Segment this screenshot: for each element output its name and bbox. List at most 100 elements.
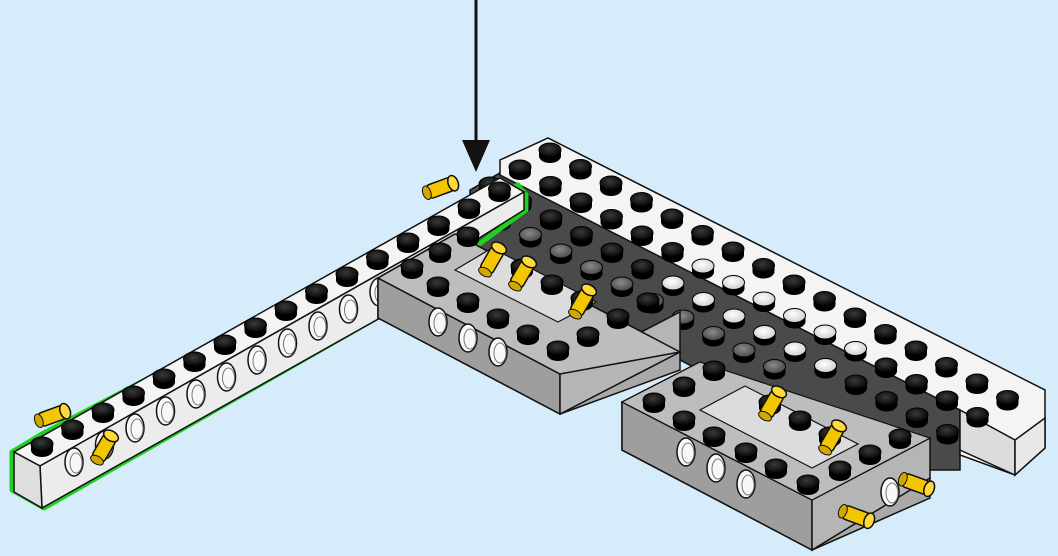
stud — [539, 209, 563, 230]
stud — [672, 410, 696, 431]
stud — [661, 242, 684, 263]
stud — [796, 474, 820, 495]
stud — [636, 292, 660, 313]
stud — [426, 276, 450, 297]
stud — [152, 368, 176, 389]
pin-hole — [247, 345, 267, 375]
stud — [996, 390, 1019, 411]
stud — [691, 225, 714, 246]
pin-hole — [338, 294, 359, 324]
frame-holes — [428, 307, 508, 367]
stud — [752, 258, 775, 279]
stud — [486, 308, 510, 329]
stud — [722, 308, 746, 329]
stud — [569, 159, 592, 180]
white-plate-studs — [478, 142, 1019, 445]
stud — [335, 266, 359, 287]
white-technic-plate-assembly — [478, 137, 1046, 477]
stud — [660, 208, 684, 229]
stud — [763, 359, 786, 380]
stud — [396, 232, 420, 253]
stud — [183, 351, 206, 372]
pin-hole — [155, 396, 176, 426]
stud — [366, 249, 389, 270]
stud — [858, 444, 882, 465]
stud — [732, 342, 756, 363]
stud — [844, 374, 868, 395]
stud — [456, 226, 480, 247]
stud — [702, 360, 726, 381]
yellow-pin — [837, 503, 876, 530]
stud — [305, 283, 328, 304]
stud — [661, 275, 685, 296]
stud — [549, 243, 573, 264]
pin-hole — [277, 328, 298, 358]
pin-hole — [736, 469, 756, 499]
stud — [427, 215, 450, 236]
pin-hole — [676, 437, 696, 467]
stud — [274, 300, 298, 321]
stud — [905, 374, 928, 395]
stud — [692, 292, 715, 313]
stud — [539, 176, 562, 197]
stud — [576, 326, 600, 347]
stud — [244, 317, 267, 338]
stud — [538, 142, 562, 163]
gray-technic-frame-upper — [376, 226, 683, 416]
stud — [457, 198, 481, 219]
yellow-pin — [897, 471, 936, 498]
stud — [874, 324, 897, 345]
stud — [875, 391, 898, 412]
stud — [599, 175, 623, 196]
stud — [905, 407, 929, 428]
stud — [516, 324, 540, 345]
stud — [843, 307, 867, 328]
stud — [61, 419, 84, 440]
yellow-pin — [421, 174, 460, 201]
stud — [814, 358, 837, 379]
stud — [600, 209, 623, 230]
stud — [935, 390, 959, 411]
pin-hole — [308, 311, 328, 341]
pin-hole — [186, 379, 206, 409]
stud — [904, 340, 928, 361]
stud — [753, 325, 776, 346]
stud — [508, 159, 532, 180]
stud — [30, 436, 54, 457]
stud — [630, 192, 653, 213]
stud — [788, 410, 812, 431]
stud — [400, 258, 424, 279]
stud — [540, 274, 564, 295]
pin-hole — [428, 307, 448, 337]
stud — [213, 334, 237, 355]
stud — [630, 225, 654, 246]
pin-hole — [488, 337, 508, 367]
yellow-pin — [758, 385, 788, 422]
stud — [702, 426, 726, 447]
down-arrow-icon — [462, 0, 490, 172]
frame-holes — [676, 437, 900, 507]
stud — [844, 341, 867, 362]
stud — [783, 308, 806, 329]
yellow-pin — [568, 283, 598, 320]
yellow-pin — [508, 255, 538, 292]
stud — [672, 376, 696, 397]
stud — [752, 291, 776, 312]
stud — [569, 192, 593, 213]
pin-hole — [125, 413, 145, 443]
beam-studs — [30, 181, 511, 457]
stud — [519, 227, 542, 248]
pin-hole — [706, 453, 726, 483]
yellow-pin — [33, 402, 72, 429]
stud — [546, 340, 570, 361]
yellow-connector-pins — [33, 174, 936, 530]
stud — [734, 442, 758, 463]
yellow-pin — [478, 241, 508, 278]
stud — [631, 259, 654, 280]
stud — [828, 460, 852, 481]
stud — [570, 226, 593, 247]
stud — [935, 357, 958, 378]
pin-hole — [458, 323, 478, 353]
